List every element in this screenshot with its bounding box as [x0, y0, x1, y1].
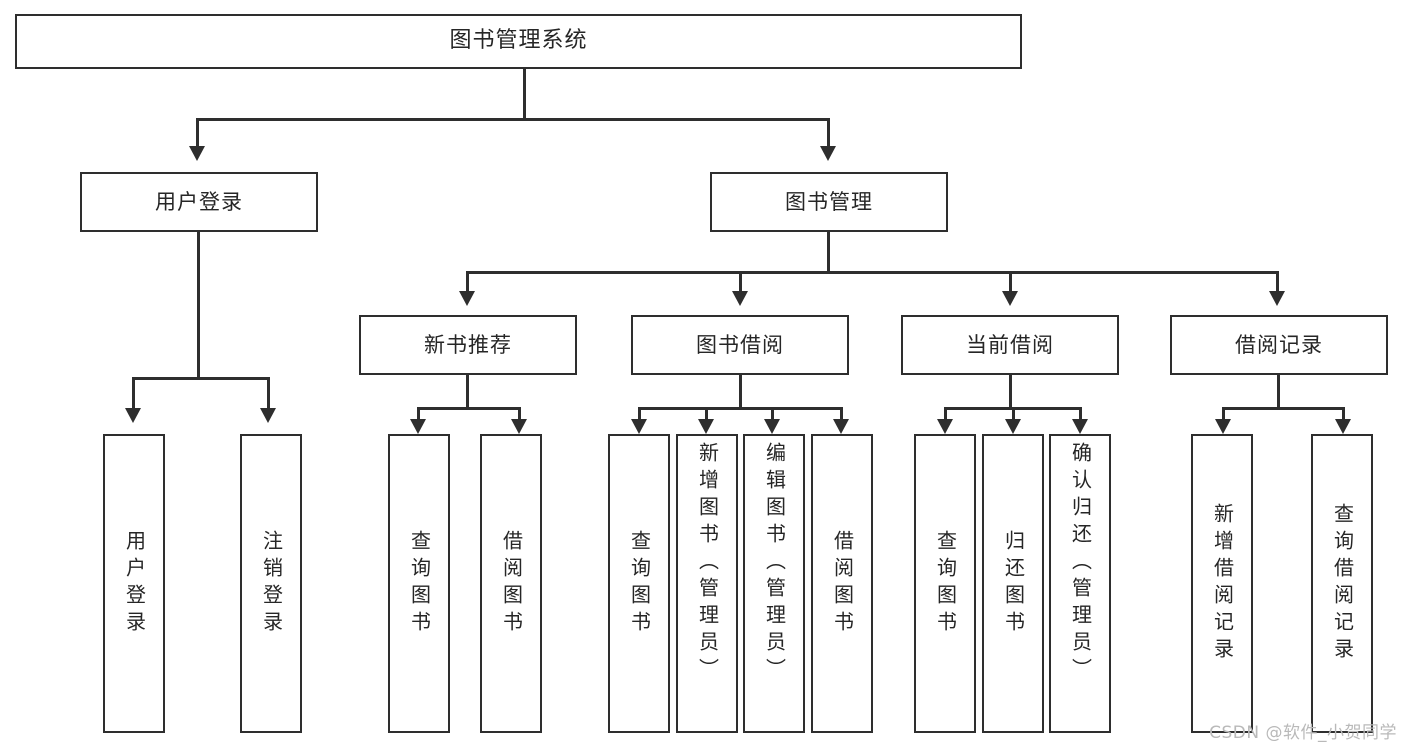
arrow-bm-to-new-book [459, 291, 475, 306]
node-label: 确认归还（管理员） [1068, 442, 1093, 685]
arrow-bm-to-book-borrow [732, 291, 748, 306]
connector-bm-to-new-book [466, 271, 469, 293]
node-current-borrow[interactable]: 当前借阅 [901, 315, 1119, 375]
arrow-user-login-to-leaf-2 [260, 408, 276, 423]
arrow-br-to-leaf-2 [1335, 419, 1351, 434]
connector-br-to-leaf-2 [1342, 407, 1345, 421]
arrow-cb-to-leaf-1 [937, 419, 953, 434]
node-label: 编辑图书（管理员） [762, 442, 787, 685]
connector-cb-to-leaf-3 [1079, 407, 1082, 421]
node-label: 借阅图书 [499, 529, 524, 638]
arrow-cb-to-leaf-3 [1072, 419, 1088, 434]
connector-borrow-record-stem [1277, 375, 1280, 407]
arrow-root-to-user-login [189, 146, 205, 161]
connector-br-to-leaf-1 [1222, 407, 1225, 421]
connector-bm-to-current-borrow [1009, 271, 1012, 293]
node-label: 用户登录 [122, 529, 147, 638]
connector-borrow-record-bus [1222, 407, 1345, 410]
connector-bb-to-leaf-2 [705, 407, 708, 421]
connector-cb-to-leaf-2 [1012, 407, 1015, 421]
node-label: 图书管理 [785, 189, 873, 214]
node-book-borrow[interactable]: 图书借阅 [631, 315, 849, 375]
leaf-query-book-recommend[interactable]: 查询图书 [388, 434, 450, 733]
connector-new-book-to-leaf-2 [518, 407, 521, 421]
node-label: 当前借阅 [966, 332, 1054, 357]
node-root-book-management-system[interactable]: 图书管理系统 [15, 14, 1022, 69]
connector-new-book-to-leaf-1 [417, 407, 420, 421]
node-label: 查询图书 [933, 529, 958, 638]
leaf-borrow-book[interactable]: 借阅图书 [811, 434, 873, 733]
connector-bm-to-borrow-record [1276, 271, 1279, 293]
connector-root-to-book-management [827, 118, 830, 148]
connector-root-bus [196, 118, 830, 121]
arrow-bb-to-leaf-1 [631, 419, 647, 434]
connector-new-book-stem [466, 375, 469, 407]
connector-book-management-stem [827, 232, 830, 271]
leaf-confirm-return-admin[interactable]: 确认归还（管理员） [1049, 434, 1111, 733]
arrow-bm-to-borrow-record [1269, 291, 1285, 306]
connector-cb-to-leaf-1 [944, 407, 947, 421]
node-label: 新增借阅记录 [1210, 502, 1235, 665]
node-label: 归还图书 [1001, 529, 1026, 638]
connector-current-borrow-stem [1009, 375, 1012, 407]
leaf-query-book-borrow[interactable]: 查询图书 [608, 434, 670, 733]
node-label: 用户登录 [155, 189, 243, 214]
leaf-logout-login[interactable]: 注销登录 [240, 434, 302, 733]
leaf-query-book-current[interactable]: 查询图书 [914, 434, 976, 733]
node-label: 注销登录 [259, 529, 284, 638]
node-label: 查询借阅记录 [1330, 502, 1355, 665]
leaf-return-book[interactable]: 归还图书 [982, 434, 1044, 733]
arrow-new-book-to-leaf-2 [511, 419, 527, 434]
leaf-user-login[interactable]: 用户登录 [103, 434, 165, 733]
connector-user-login-to-leaf-1 [132, 377, 135, 410]
node-label: 查询图书 [627, 529, 652, 638]
leaf-edit-book-admin[interactable]: 编辑图书（管理员） [743, 434, 805, 733]
connector-new-book-bus [417, 407, 521, 410]
arrow-root-to-book-management [820, 146, 836, 161]
arrow-bb-to-leaf-4 [833, 419, 849, 434]
connector-bb-to-leaf-1 [638, 407, 641, 421]
arrow-bb-to-leaf-2 [698, 419, 714, 434]
node-new-book-recommend[interactable]: 新书推荐 [359, 315, 577, 375]
connector-book-management-bus [466, 271, 1278, 274]
arrow-bm-to-current-borrow [1002, 291, 1018, 306]
connector-bb-to-leaf-3 [771, 407, 774, 421]
connector-user-login-to-leaf-2 [267, 377, 270, 410]
node-label: 查询图书 [407, 529, 432, 638]
connector-bm-to-book-borrow [739, 271, 742, 293]
node-label: 借阅记录 [1235, 332, 1323, 357]
arrow-new-book-to-leaf-1 [410, 419, 426, 434]
node-borrow-record[interactable]: 借阅记录 [1170, 315, 1388, 375]
connector-book-borrow-stem [739, 375, 742, 407]
leaf-add-borrow-record[interactable]: 新增借阅记录 [1191, 434, 1253, 733]
connector-root-stem [523, 69, 526, 118]
node-label: 新增图书（管理员） [695, 442, 720, 685]
node-user-login[interactable]: 用户登录 [80, 172, 318, 232]
connector-root-to-user-login [196, 118, 199, 148]
node-label: 图书管理系统 [449, 28, 588, 54]
connector-user-login-bus [132, 377, 270, 380]
arrow-bb-to-leaf-3 [764, 419, 780, 434]
connector-bb-to-leaf-4 [840, 407, 843, 421]
arrow-cb-to-leaf-2 [1005, 419, 1021, 434]
node-book-management[interactable]: 图书管理 [710, 172, 948, 232]
arrow-user-login-to-leaf-1 [125, 408, 141, 423]
leaf-borrow-book-recommend[interactable]: 借阅图书 [480, 434, 542, 733]
connector-user-login-stem [197, 232, 200, 377]
connector-book-borrow-bus [638, 407, 843, 410]
node-label: 图书借阅 [696, 332, 784, 357]
node-label: 新书推荐 [424, 332, 512, 357]
leaf-add-book-admin[interactable]: 新增图书（管理员） [676, 434, 738, 733]
arrow-br-to-leaf-1 [1215, 419, 1231, 434]
node-label: 借阅图书 [830, 529, 855, 638]
leaf-query-borrow-record[interactable]: 查询借阅记录 [1311, 434, 1373, 733]
